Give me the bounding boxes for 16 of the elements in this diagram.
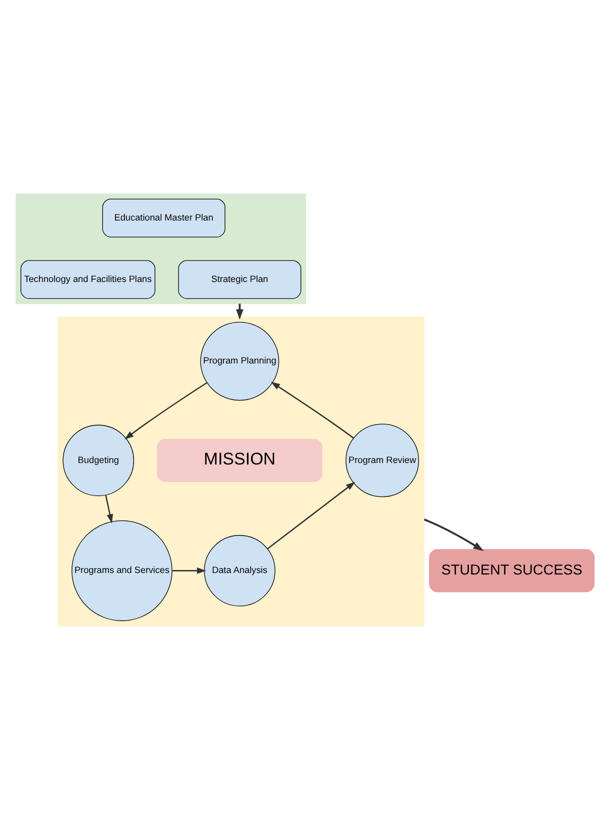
node-box: Strategic Plan	[178, 260, 302, 299]
arrow	[172, 567, 206, 574]
arrow	[105, 495, 114, 524]
arrow	[424, 518, 484, 551]
arrow	[267, 482, 356, 550]
node-box: STUDENT SUCCESS	[429, 549, 595, 592]
arrow	[270, 382, 354, 438]
node-circle: Data Analysis	[204, 535, 276, 606]
node-box: Educational Master Plan	[102, 198, 226, 238]
arrow	[124, 382, 208, 440]
node-box: MISSION	[156, 438, 322, 482]
cluster	[58, 316, 424, 626]
arrow	[236, 304, 244, 320]
node-box: Technology and Facilities Plans	[20, 260, 156, 299]
cluster	[16, 194, 306, 304]
node-circle: Programs and Services	[72, 520, 172, 622]
